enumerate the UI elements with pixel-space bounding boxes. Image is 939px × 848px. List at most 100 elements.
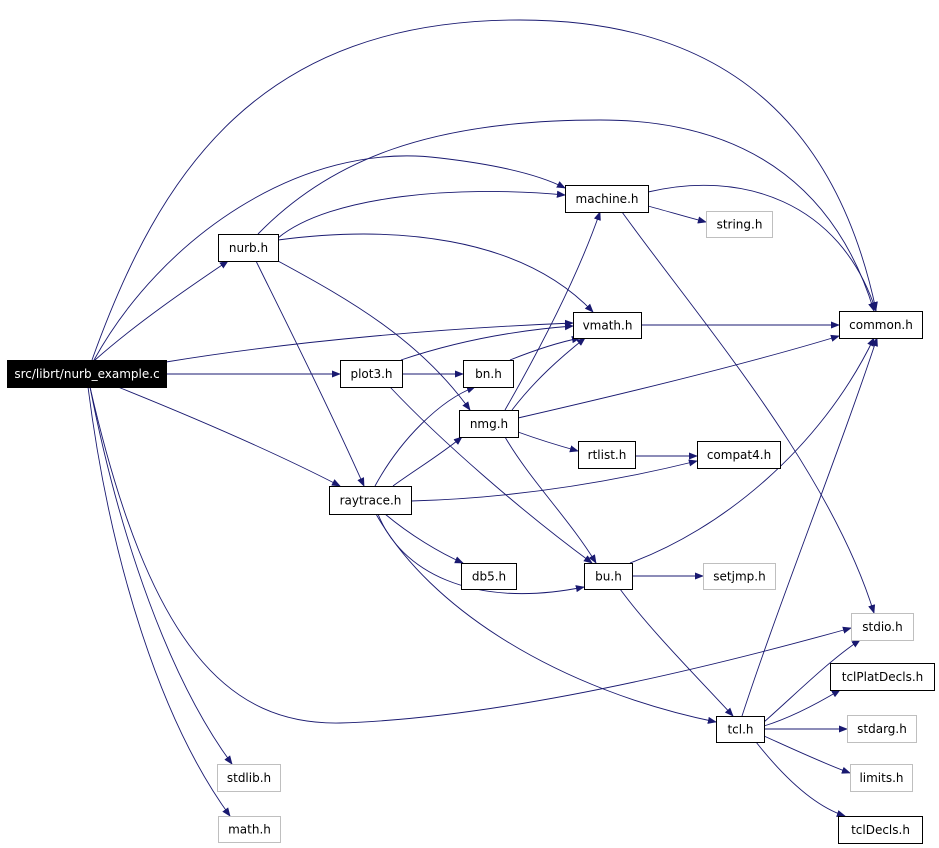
node-raytrace[interactable]: raytrace.h [329, 486, 412, 515]
node-box-plot3 [340, 360, 403, 388]
edge-machine-to-string [647, 205, 707, 224]
node-box-nmg [459, 410, 519, 438]
node-box-bu [584, 563, 633, 590]
node-label-machine: machine.h [576, 192, 639, 206]
node-stdarg[interactable]: stdarg.h [847, 715, 917, 743]
node-box-stdio [851, 613, 914, 641]
edge-plot3-to-bu [389, 386, 593, 564]
edge-nurb_example-to-vmath [165, 319, 574, 363]
node-box-tclPlatDecls [830, 663, 935, 691]
edge-bn-to-vmath [509, 336, 581, 361]
node-bu[interactable]: bu.h [584, 563, 633, 590]
node-rtlist[interactable]: rtlist.h [578, 441, 636, 469]
node-label-setjmp: setjmp.h [713, 570, 765, 584]
node-limits[interactable]: limits.h [850, 764, 913, 792]
edge-nurb_example-to-math [87, 386, 231, 817]
node-box-stdarg [847, 715, 917, 743]
node-label-stdlib: stdlib.h [227, 771, 271, 785]
node-label-vmath: vmath.h [583, 319, 633, 333]
edge-nmg-to-common [517, 334, 840, 419]
node-math[interactable]: math.h [218, 816, 281, 843]
node-box-string [706, 211, 773, 238]
edge-nmg-to-bu [504, 436, 597, 564]
node-box-bn [463, 360, 514, 388]
edge-tcl-to-tclDecls [755, 741, 846, 817]
node-tclDecls[interactable]: tclDecls.h [838, 816, 923, 844]
node-nurb_example[interactable]: src/librt/nurb_example.c [7, 360, 167, 388]
edges-layer [87, 19, 878, 817]
node-string[interactable]: string.h [706, 211, 773, 238]
node-common[interactable]: common.h [839, 311, 923, 339]
node-box-tclDecls [838, 816, 923, 844]
node-box-setjmp [703, 563, 776, 590]
node-tcl[interactable]: tcl.h [716, 716, 765, 743]
node-db5[interactable]: db5.h [461, 563, 517, 590]
edge-machine-to-common [647, 184, 877, 312]
node-nurb[interactable]: nurb.h [218, 234, 279, 262]
node-label-limits: limits.h [859, 771, 903, 785]
node-stdio[interactable]: stdio.h [851, 613, 914, 641]
node-label-nmg: nmg.h [470, 417, 508, 431]
node-setjmp[interactable]: setjmp.h [703, 563, 776, 590]
node-box-math [218, 816, 281, 843]
node-label-plot3: plot3.h [350, 367, 392, 381]
edge-nurb-to-machine [277, 190, 566, 239]
node-box-compat4 [697, 441, 781, 469]
node-label-nurb_example: src/librt/nurb_example.c [14, 367, 159, 381]
edge-nurb_example-to-stdio [89, 386, 852, 724]
node-label-tcl: tcl.h [727, 723, 753, 737]
node-nmg[interactable]: nmg.h [459, 410, 519, 438]
edge-nurb-to-vmath [277, 233, 594, 313]
node-box-limits [850, 764, 913, 792]
node-label-rtlist: rtlist.h [588, 448, 627, 462]
node-box-raytrace [329, 486, 412, 515]
node-label-stdarg: stdarg.h [857, 722, 907, 736]
node-label-stdio: stdio.h [862, 620, 902, 634]
node-box-rtlist [578, 441, 636, 469]
node-stdlib[interactable]: stdlib.h [217, 764, 281, 792]
edge-nurb-to-nmg [277, 260, 471, 411]
node-box-db5 [461, 563, 517, 590]
edge-nurb-to-raytrace [255, 260, 365, 487]
edge-tcl-to-common [741, 337, 878, 717]
edge-raytrace-to-tcl [375, 513, 717, 724]
edge-plot3-to-vmath [400, 323, 574, 361]
node-bn[interactable]: bn.h [463, 360, 514, 388]
node-box-nurb [218, 234, 279, 262]
node-machine[interactable]: machine.h [565, 185, 649, 213]
edge-nurb-to-common [257, 119, 876, 312]
node-label-common: common.h [849, 318, 913, 332]
edge-bu-to-common [629, 337, 875, 564]
node-compat4[interactable]: compat4.h [697, 441, 781, 469]
edge-nurb_example-to-nurb [94, 260, 229, 361]
node-label-string: string.h [717, 218, 763, 232]
node-label-compat4: compat4.h [707, 448, 771, 462]
edge-bu-to-tcl [619, 588, 734, 717]
edge-nurb_example-to-machine [93, 155, 566, 361]
edge-nurb_example-to-common [91, 19, 878, 361]
node-box-stdlib [217, 764, 281, 792]
edge-nurb_example-to-stdlib [89, 386, 233, 765]
edge-nmg-to-vmath [511, 337, 586, 411]
node-label-math: math.h [228, 823, 271, 837]
node-box-nurb_example [7, 360, 167, 388]
node-label-raytrace: raytrace.h [340, 494, 402, 508]
edge-raytrace-to-db5 [384, 513, 464, 564]
edge-nmg-to-rtlist [517, 431, 579, 453]
node-label-nurb: nurb.h [229, 241, 268, 255]
node-tclPlatDecls[interactable]: tclPlatDecls.h [830, 663, 935, 691]
edge-machine-to-stdio [621, 211, 876, 614]
node-plot3[interactable]: plot3.h [340, 360, 403, 388]
node-label-tclDecls: tclDecls.h [851, 823, 910, 837]
edge-nurb_example-to-raytrace [117, 386, 341, 487]
edge-raytrace-to-bn [374, 386, 476, 487]
edge-raytrace-to-compat4 [410, 459, 698, 502]
node-vmath[interactable]: vmath.h [573, 312, 642, 339]
node-label-tclPlatDecls: tclPlatDecls.h [842, 670, 924, 684]
edge-nmg-to-machine [504, 211, 601, 411]
node-box-tcl [716, 716, 765, 743]
edge-tcl-to-limits [763, 735, 851, 774]
node-label-db5: db5.h [472, 570, 506, 584]
edge-tcl-to-stdio [763, 639, 861, 723]
